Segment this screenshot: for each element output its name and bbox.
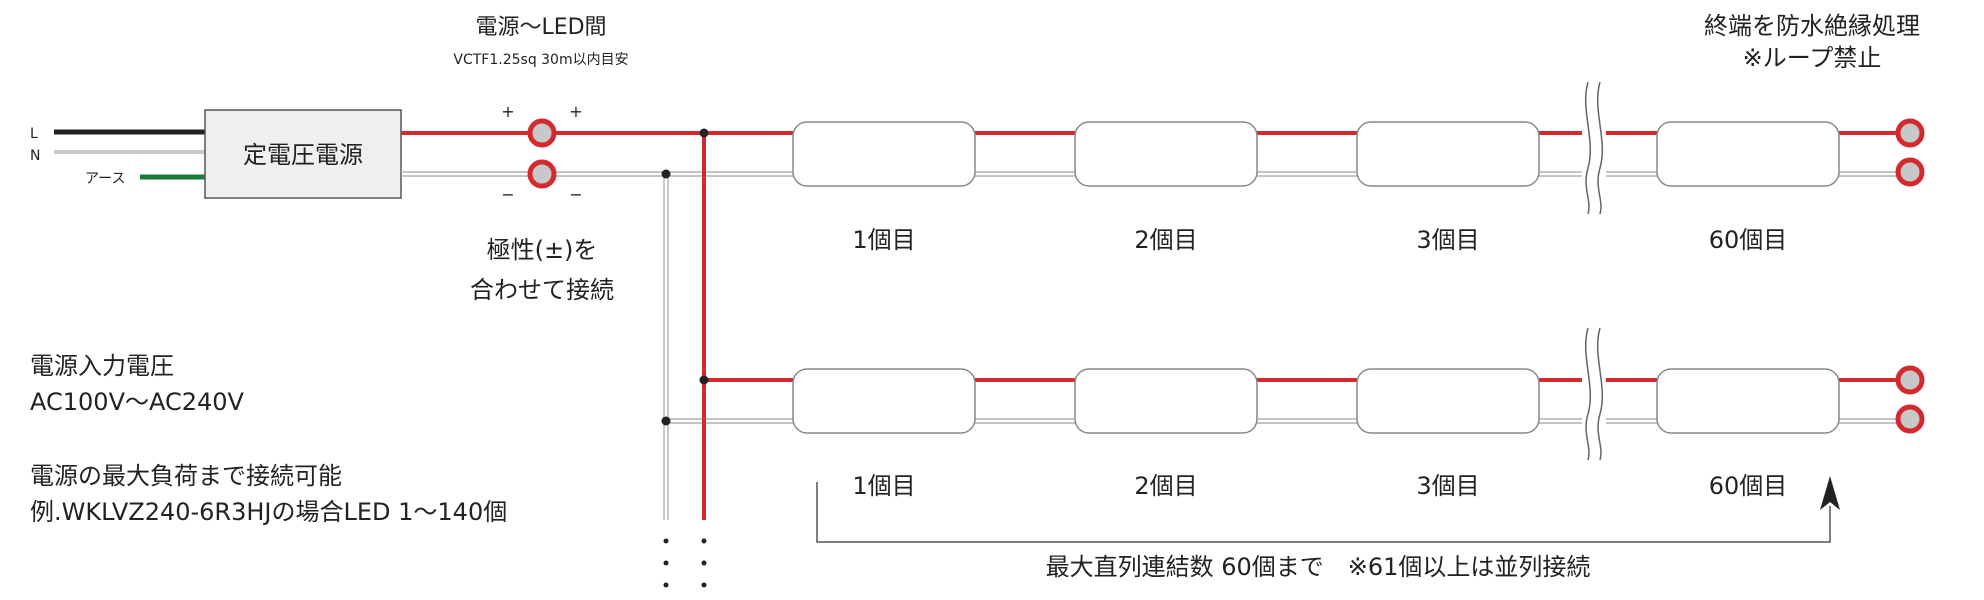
led-module-row2-3 — [1356, 368, 1540, 434]
module-label-row1-1: 1個目 — [852, 226, 915, 254]
module-label-row2-3: 3個目 — [1416, 472, 1479, 500]
module-label-row2-2: 2個目 — [1134, 472, 1197, 500]
end-terminal-row1-positive — [1895, 118, 1925, 148]
module-label-row2-60: 60個目 — [1709, 472, 1788, 500]
led-module-row2-60 — [1656, 368, 1840, 434]
label-l: L — [30, 126, 38, 142]
arrow-up-icon — [1820, 476, 1840, 510]
continuation-dots — [663, 538, 707, 588]
module-label-row1-3: 3個目 — [1416, 226, 1479, 254]
junction-dot — [699, 375, 709, 385]
junction-dot — [699, 128, 709, 138]
psu-box — [204, 109, 402, 199]
module-label-row1-2: 2個目 — [1134, 226, 1197, 254]
module-label-row1-60: 60個目 — [1709, 226, 1788, 254]
polarity-note-2: 合わせて接続 — [470, 276, 614, 304]
break-mark-row2 — [1582, 327, 1606, 461]
terminal-title-2: ※ループ禁止 — [1743, 44, 1882, 72]
top-label-title: 電源〜LED間 — [475, 15, 606, 40]
load-note-2: 例.WKLVZ240-6R3HJの場合LED 1〜140個 — [30, 498, 507, 526]
minus-sign-left: − — [501, 185, 514, 204]
break-mark-row1 — [1582, 81, 1606, 215]
led-module-row1-60 — [1656, 121, 1840, 187]
module-label-row2-1: 1個目 — [852, 472, 915, 500]
terminal-negative — [527, 159, 557, 189]
top-label-sub: VCTF1.25sq 30m以内目安 — [453, 52, 628, 68]
end-terminal-row2-positive — [1895, 365, 1925, 395]
label-earth: アース — [85, 171, 125, 187]
led-module-row1-3 — [1356, 121, 1540, 187]
plus-sign-left: + — [501, 102, 514, 121]
end-terminal-row2-negative — [1895, 404, 1925, 434]
input-voltage-value: AC100V〜AC240V — [30, 388, 245, 416]
junction-dot — [661, 416, 671, 426]
load-note-1: 電源の最大負荷まで接続可能 — [30, 462, 342, 490]
end-terminal-row1-negative — [1895, 157, 1925, 187]
led-module-row2-2 — [1074, 368, 1258, 434]
led-module-row1-1 — [792, 121, 976, 187]
series-note: 最大直列連結数 60個まで ※61個以上は並列接続 — [1046, 553, 1591, 581]
polarity-note-1: 極性(±)を — [487, 236, 598, 264]
series-bracket — [816, 482, 1831, 543]
led-module-row1-2 — [1074, 121, 1258, 187]
psu-label: 定電圧電源 — [243, 141, 363, 169]
terminal-positive — [527, 118, 557, 148]
led-module-row2-1 — [792, 368, 976, 434]
terminal-title-1: 終端を防水絶縁処理 — [1704, 12, 1920, 40]
junction-dot — [661, 169, 671, 179]
input-voltage-title: 電源入力電圧 — [30, 352, 174, 380]
plus-sign-right: + — [569, 102, 582, 121]
label-n: N — [30, 148, 40, 164]
minus-sign-right: − — [569, 185, 582, 204]
